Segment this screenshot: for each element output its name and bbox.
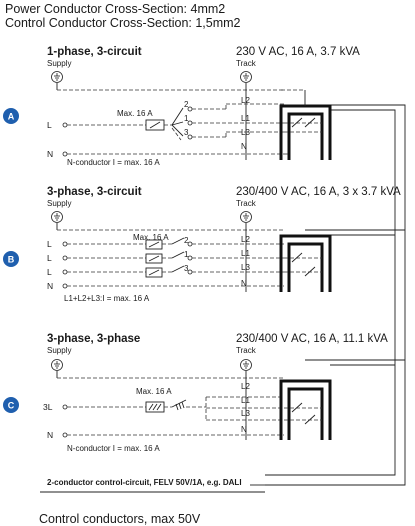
track-rail-a <box>279 89 332 160</box>
control-circuit-label: 2-conductor control-circuit, FELV 50V/1A… <box>47 478 242 487</box>
sw-a-3: 3 <box>184 128 189 137</box>
sw-b-2: 2 <box>184 236 189 245</box>
track-c-l2: L2 <box>241 382 250 391</box>
spec-a: 230 V AC, 16 A, 3.7 kVA <box>236 46 360 58</box>
note-a: N-conductor I = max. 16 A <box>67 158 160 167</box>
title-c: 3-phase, 3-phase <box>47 333 140 345</box>
diagram-b: B 3-phase, 3-circuit 230/400 V AC, 16 A,… <box>3 186 401 303</box>
diagram-a: A 1-phase, 3-circuit 230 V AC, 16 A, 3.7… <box>3 46 360 167</box>
control-loop-outer <box>265 104 406 486</box>
track-label-c: Track <box>236 346 257 355</box>
input-c-3l: 3L <box>43 402 53 412</box>
sw-b-3: 3 <box>184 264 189 273</box>
title-a: 1-phase, 3-circuit <box>47 46 142 58</box>
spec-b: 230/400 V AC, 16 A, 3 x 3.7 kVA <box>236 186 401 198</box>
diagram-c: C 3-phase, 3-phase 230/400 V AC, 16 A, 1… <box>3 333 388 453</box>
control-loop-inner <box>265 109 396 476</box>
track-rail-b <box>279 234 332 292</box>
supply-label-c: Supply <box>47 346 71 355</box>
badge-a <box>3 108 19 124</box>
track-a-l2: L2 <box>241 96 250 105</box>
track-b-n: N <box>241 279 247 288</box>
power-cross-section: Power Conductor Cross-Section: 4mm2 <box>5 2 226 16</box>
earth-icon <box>240 359 252 371</box>
track-rail-c <box>279 379 332 440</box>
input-l-a: L <box>47 120 52 130</box>
track-a-n: N <box>241 142 247 151</box>
footer-note: Control conductors, max 50V <box>39 512 201 526</box>
sw-b-1: 1 <box>184 250 189 259</box>
earth-icon <box>240 71 252 83</box>
input-b-n: N <box>47 281 53 291</box>
sw-a-1: 1 <box>184 114 189 123</box>
track-b-l1: L1 <box>241 249 250 258</box>
track-b-l3: L3 <box>241 263 250 272</box>
earth-icon <box>240 211 252 223</box>
track-c-l3: L3 <box>241 409 250 418</box>
badge-a-label: A <box>8 112 15 122</box>
control-cross-section: Control Conductor Cross-Section: 1,5mm2 <box>5 16 241 30</box>
note-c: N-conductor I = max. 16 A <box>67 444 160 453</box>
badge-c <box>3 397 19 413</box>
earth-icon <box>51 211 63 223</box>
input-c-n: N <box>47 430 53 440</box>
fuse-label-a: Max. 16 A <box>117 109 153 118</box>
supply-label-b: Supply <box>47 199 71 208</box>
track-a-l1: L1 <box>241 114 250 123</box>
earth-icon <box>51 71 63 83</box>
track-label-b: Track <box>236 199 257 208</box>
badge-b-label: B <box>8 255 15 265</box>
track-b-l2: L2 <box>241 235 250 244</box>
supply-label-a: Supply <box>47 59 71 68</box>
track-label-a: Track <box>236 59 257 68</box>
track-a-l3: L3 <box>241 128 250 137</box>
track-c-l1: L1 <box>241 396 250 405</box>
note-b: L1+L2+L3:I = max. 16 A <box>64 294 150 303</box>
spec-c: 230/400 V AC, 16 A, 11.1 kVA <box>236 333 388 345</box>
input-n-a: N <box>47 149 53 159</box>
fuse-label-c: Max. 16 A <box>136 387 172 396</box>
badge-b <box>3 251 19 267</box>
sw-a-2: 2 <box>184 100 189 109</box>
track-c-n: N <box>241 425 247 434</box>
earth-icon <box>51 359 63 371</box>
input-b-l3: L <box>47 267 52 277</box>
input-b-l2: L <box>47 253 52 263</box>
input-b-l1: L <box>47 239 52 249</box>
badge-c-label: C <box>8 401 15 411</box>
fuse-label-b: Max. 16 A <box>133 233 169 242</box>
title-b: 3-phase, 3-circuit <box>47 186 142 198</box>
